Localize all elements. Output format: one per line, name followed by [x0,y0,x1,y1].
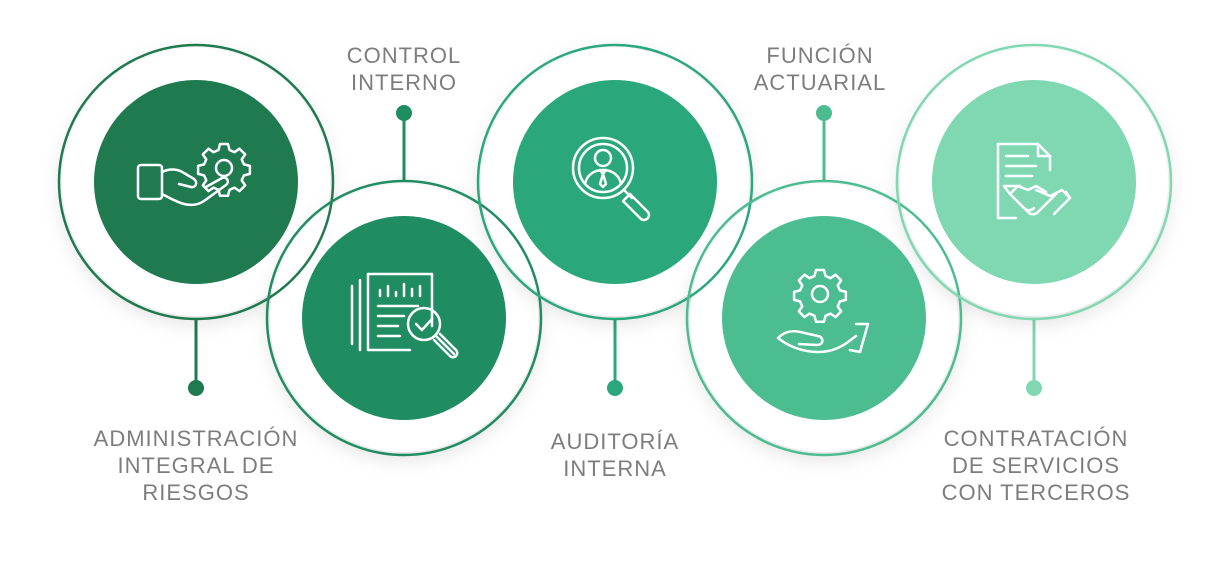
step-5-label: CONTRATACIÓN DE SERVICIOS CON TERCEROS [941,426,1131,505]
contract-handshake-icon [996,142,1072,220]
step-4-ring [685,179,963,457]
connector-4 [816,105,832,182]
step-5-ring [895,43,1173,321]
step-3-disc [513,80,717,284]
connector-1 [188,318,204,396]
step-1-label: ADMINISTRACIÓN INTEGRAL DE RIESGOS [93,426,299,505]
connector-3 [607,318,623,396]
report-magnifier-icon [350,272,459,359]
step-3-label: AUDITORÍA INTERNA [550,429,680,481]
step-1-ring [57,43,335,321]
connector-5 [1026,318,1042,396]
step-3-ring [476,43,754,321]
step-5-disc [932,80,1136,284]
search-person-icon [571,136,651,222]
step-4-label: FUNCIÓN ACTUARIAL [753,43,887,95]
step-2-label: CONTROL INTERNO [346,43,462,95]
step-2-ring [265,179,543,457]
step-2-disc [302,216,506,420]
hand-gear-icon [136,142,252,207]
connector-2 [396,105,412,182]
gear-hand-icon [776,268,870,354]
